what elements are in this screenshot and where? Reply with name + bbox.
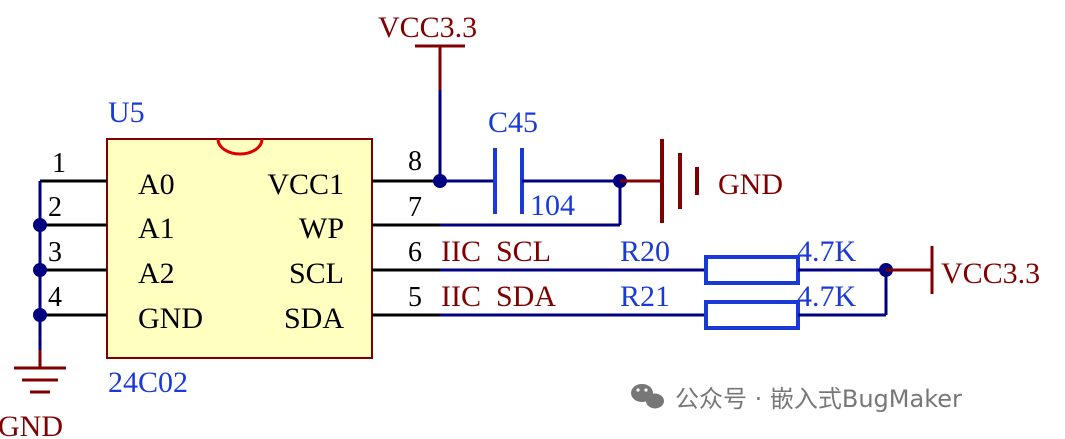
resistor-r21-value: 4.7K xyxy=(797,280,857,313)
left-pin-group: 1 2 3 4 A0 A1 A2 GND xyxy=(40,148,203,335)
pullup-resistors: R20 R21 4.7K 4.7K xyxy=(620,235,893,330)
right-vcc-label: VCC3.3 xyxy=(941,257,1040,290)
watermark-text: 公众号 · 嵌入式BugMaker xyxy=(675,385,962,413)
watermark: 公众号 · 嵌入式BugMaker xyxy=(631,384,962,413)
pin-3-number: 3 xyxy=(48,237,62,268)
top-vcc-symbol: VCC3.3 xyxy=(378,11,477,188)
i2c-nets: IIC SCL IIC SDA xyxy=(440,235,706,317)
address-ground-bus: GND xyxy=(0,181,66,439)
resistor-r21-designator: R21 xyxy=(620,280,670,313)
resistor-r20-value: 4.7K xyxy=(797,235,857,268)
pin-gnd-name: GND xyxy=(138,302,203,335)
pin-8-number: 8 xyxy=(408,146,422,177)
pin-4-number: 4 xyxy=(48,282,62,313)
capacitor-c45: C45 104 xyxy=(440,106,627,222)
junction-dot-a1 xyxy=(33,218,47,232)
resistor-r20-designator: R20 xyxy=(620,235,670,268)
pin-a2-name: A2 xyxy=(138,257,175,290)
junction-dot-gnd xyxy=(33,308,47,322)
right-gnd-label: GND xyxy=(718,168,783,201)
junction-dot-a2 xyxy=(33,263,47,277)
cap-value: 104 xyxy=(530,189,575,222)
wechat-icon xyxy=(631,384,664,409)
sda-net-label: IIC SDA xyxy=(441,280,556,313)
resistor-r21-body xyxy=(704,300,800,330)
top-vcc-label: VCC3.3 xyxy=(378,11,477,44)
ic-part-number: 24C02 xyxy=(108,366,188,399)
pin-2-number: 2 xyxy=(48,192,62,223)
pin-vcc1-name: VCC1 xyxy=(267,168,344,201)
cap-designator: C45 xyxy=(488,106,538,139)
ic-notch xyxy=(216,138,264,156)
pin-5-number: 5 xyxy=(408,282,422,313)
scl-net-label: IIC SCL xyxy=(441,235,551,268)
resistor-r20-body xyxy=(704,255,800,285)
pin-a1-name: A1 xyxy=(138,212,175,245)
right-gnd-symbol: GND xyxy=(620,139,783,223)
right-pin-group: 8 7 6 5 VCC1 WP SCL SDA xyxy=(267,146,440,335)
ic-designator: U5 xyxy=(108,96,145,129)
left-gnd-label: GND xyxy=(0,410,63,439)
pin-scl-name: SCL xyxy=(289,257,344,290)
pin-1-number: 1 xyxy=(52,148,66,179)
pin-sda-name: SDA xyxy=(284,302,344,335)
pin-a0-name: A0 xyxy=(138,168,175,201)
pin-wp-name: WP xyxy=(299,212,344,245)
pin-7-number: 7 xyxy=(408,192,422,223)
ic-body xyxy=(106,138,373,359)
pin-6-number: 6 xyxy=(408,237,422,268)
right-vcc-symbol: VCC3.3 xyxy=(886,246,1040,294)
